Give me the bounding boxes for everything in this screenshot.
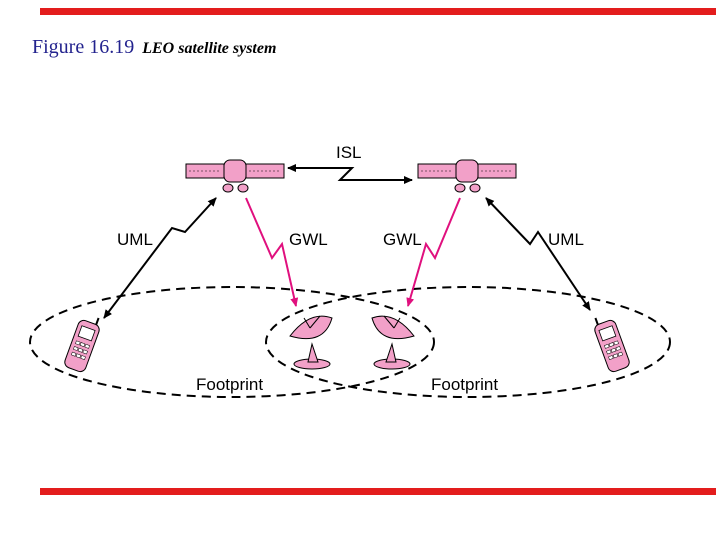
footprint-right-ellipse xyxy=(265,286,671,398)
uml-right-link xyxy=(485,197,591,311)
mobile-phone-icon xyxy=(594,317,630,373)
figure-title: Figure 16.19 LEO satellite system xyxy=(32,36,276,59)
footprint-right-label: Footprint xyxy=(431,375,498,394)
figure-number: Figure 16.19 xyxy=(32,36,135,58)
satellite-icon xyxy=(417,159,517,193)
top-rule xyxy=(40,8,716,15)
satellite-icon xyxy=(185,159,285,193)
uml-left-link xyxy=(103,197,217,319)
gwl-right-link xyxy=(406,197,461,307)
satellite-dish-icon xyxy=(371,315,415,370)
gwl-right-label: GWL xyxy=(383,230,422,249)
isl-link xyxy=(287,164,413,184)
satellite-dish-icon xyxy=(289,315,333,370)
bottom-rule xyxy=(40,488,716,495)
uml-left-label: UML xyxy=(117,230,153,249)
footprint-left-label: Footprint xyxy=(196,375,263,394)
footprint-left-ellipse xyxy=(29,286,435,398)
uml-right-label: UML xyxy=(548,230,584,249)
mobile-phone-icon xyxy=(64,317,100,373)
isl-label: ISL xyxy=(336,143,362,162)
figure-caption: LEO satellite system xyxy=(142,40,277,57)
gwl-left-link xyxy=(245,197,299,307)
gwl-left-label: GWL xyxy=(289,230,328,249)
